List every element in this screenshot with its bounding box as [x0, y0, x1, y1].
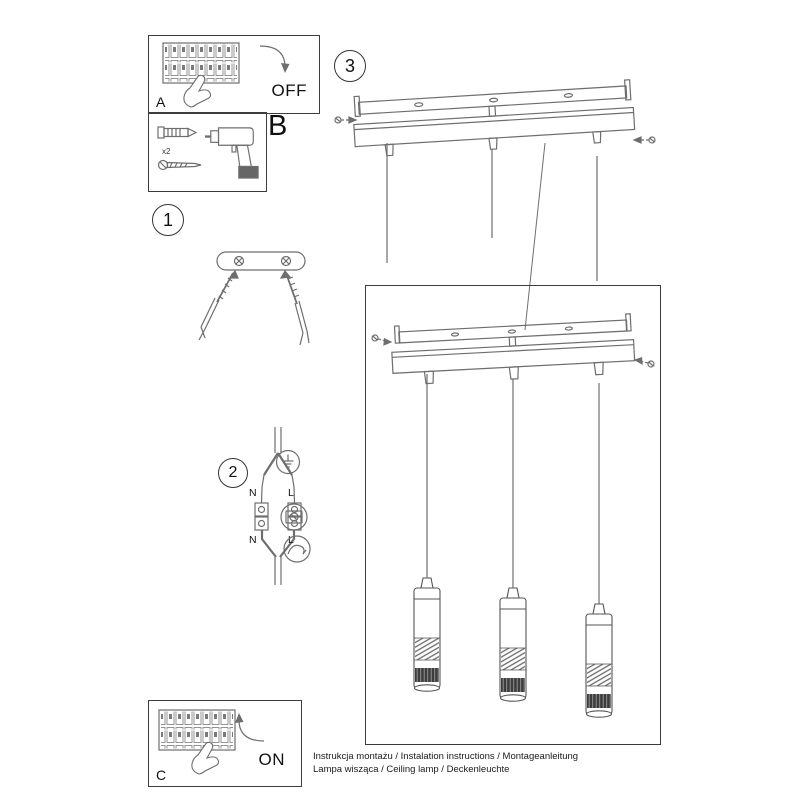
footer-product-line: Lampa wisząca / Ceiling lamp / Deckenleu… — [313, 764, 510, 775]
hand-icon — [183, 74, 212, 108]
hand-icon — [191, 741, 220, 775]
step-b-box: x2 — [148, 112, 267, 192]
power-on-label: ON — [258, 750, 285, 769]
rail-canopy-icon — [391, 339, 636, 374]
wiring-detail-icons — [275, 449, 311, 563]
drill-icon — [205, 127, 259, 179]
assembled-lamp-box — [365, 285, 661, 745]
wall-anchor-icon — [198, 269, 239, 341]
ceiling-bracket-icon — [216, 251, 306, 271]
quantity-label: x2 — [162, 147, 171, 156]
wall-plug-screw-icon — [157, 126, 202, 171]
step-a-box: OFF A — [148, 35, 320, 114]
ceiling-rail-illustration — [334, 79, 656, 331]
curved-arrow-up-icon — [235, 713, 265, 742]
wire-hook-icon — [283, 535, 311, 563]
wall-anchor-icon — [279, 269, 310, 346]
step-b-letter: B — [268, 110, 288, 142]
earth-symbol-icon — [275, 449, 301, 475]
step-1-badge: 1 — [152, 204, 184, 236]
screw-icon — [334, 116, 358, 124]
step-a-label: A — [156, 94, 166, 110]
terminal-screw-icon — [280, 503, 308, 531]
step-c-box: ON C — [148, 700, 302, 787]
step-3-badge: 3 — [334, 50, 366, 82]
breaker-panel-icon — [162, 42, 240, 108]
footer-instructions-line: Instrukcja montażu / Instalation instruc… — [313, 751, 579, 762]
screw-icon — [371, 334, 393, 346]
wire-l-top-label: L — [288, 487, 294, 499]
screw-icon — [632, 136, 656, 144]
wire-n-top-label: N — [249, 487, 257, 499]
step-1-number: 1 — [162, 209, 173, 230]
wire-l-bottom-label: L — [288, 534, 294, 546]
wire-n-bottom-label: N — [249, 534, 257, 546]
mounting-plate-icon — [398, 319, 628, 344]
bracket-anchors-illustration — [198, 251, 310, 346]
detail-leader-line — [524, 142, 546, 331]
curved-arrow-down-icon — [259, 45, 290, 73]
step-2-number: 2 — [228, 464, 238, 481]
step-c-label: C — [156, 767, 167, 783]
pendant-lamps-illustration — [371, 313, 655, 718]
power-off-label: OFF — [271, 81, 307, 100]
screw-icon — [633, 356, 655, 368]
step-2-badge: 2 — [218, 458, 248, 488]
step-3-number: 3 — [344, 55, 355, 76]
breaker-panel-icon — [158, 709, 236, 775]
